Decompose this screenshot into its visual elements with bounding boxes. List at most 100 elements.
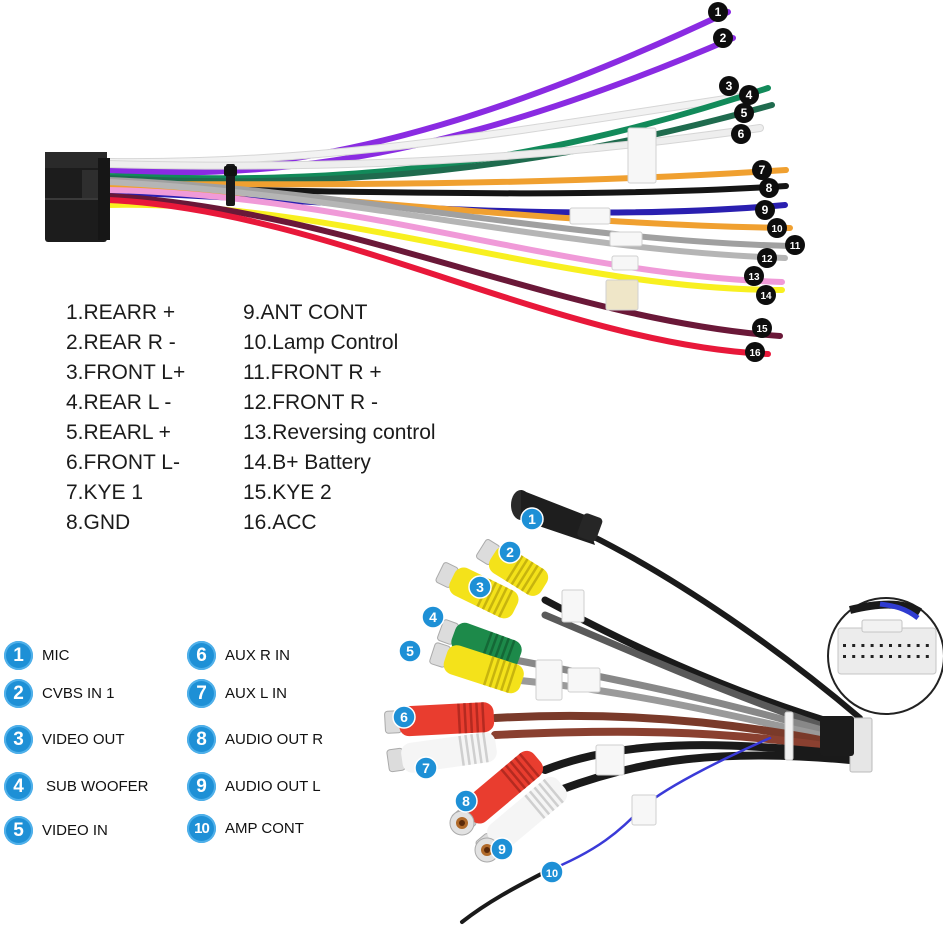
svg-text:14: 14 [760, 291, 772, 302]
rca-legend-entry: 2 CVBS IN 1 [4, 679, 115, 708]
svg-text:15: 15 [756, 324, 768, 335]
multi-pin-plug [820, 716, 873, 773]
wire-badge-3: 3 [719, 76, 739, 96]
svg-text:2: 2 [720, 31, 727, 45]
cable-tag [567, 667, 601, 693]
wire-badge-1: 1 [708, 2, 728, 22]
rca-legend-label: CVBS IN 1 [42, 685, 115, 702]
wire-tag [611, 255, 639, 271]
cable-tag [561, 589, 585, 623]
legend-entry: 14.B+ Battery [243, 451, 371, 474]
svg-text:10: 10 [771, 224, 783, 235]
legend-entry: 9.ANT CONT [243, 301, 368, 324]
wire-badge-5: 5 [734, 103, 754, 123]
legend-entry: 1.REARR + [66, 301, 176, 324]
wire-badge-6: 6 [731, 124, 751, 144]
rca-cable [491, 711, 854, 750]
iso-connector [45, 152, 110, 242]
wire-12 [105, 179, 788, 261]
wire-tag [627, 127, 657, 184]
svg-text:3: 3 [726, 79, 733, 93]
wire-badge-15: 15 [752, 318, 772, 338]
rca-legend-label: AUDIO OUT R [225, 731, 324, 748]
svg-text:4: 4 [429, 609, 437, 625]
legend-entry: 8.GND [66, 511, 131, 534]
svg-text:4: 4 [746, 88, 753, 102]
svg-text:6: 6 [400, 709, 408, 725]
rca-cable [541, 741, 854, 774]
number-badge: 7 [187, 679, 216, 708]
wire-badge-4: 4 [739, 85, 759, 105]
number-badge: 5 [4, 816, 33, 845]
svg-text:1: 1 [528, 511, 536, 527]
legend-entry: 2.REAR R - [66, 331, 176, 354]
rca-legend-entry: 8 AUDIO OUT R [187, 725, 323, 754]
svg-text:9: 9 [762, 203, 769, 217]
legend-entry: 12.FRONT R - [243, 391, 378, 414]
rca-plug [429, 642, 524, 694]
rca-plug [384, 702, 495, 737]
legend-entry: 13.Reversing control [243, 421, 436, 444]
legend-entry: 6.FRONT L- [66, 451, 180, 474]
svg-text:9: 9 [498, 841, 506, 857]
svg-text:1: 1 [715, 5, 722, 19]
legend-entry: 3.FRONT L+ [66, 361, 186, 384]
wire-5 [105, 102, 775, 185]
wire-badge-9: 9 [755, 200, 775, 220]
wire-badge-11: 11 [785, 235, 805, 255]
rca-badge-1: 1 [520, 507, 544, 531]
rca-cable [541, 611, 854, 739]
rca-cable [556, 751, 854, 794]
wire-16 [105, 197, 771, 357]
rca-badge-3: 3 [468, 575, 492, 599]
number-badge: 8 [187, 725, 216, 754]
wire-tag [609, 231, 643, 247]
wire-6 [105, 125, 763, 169]
wire-tag [605, 279, 639, 311]
number-badge: 3 [4, 725, 33, 754]
wire-11 [105, 177, 793, 249]
cable-tag [535, 659, 563, 701]
rca-legend-label: AMP CONT [225, 820, 304, 837]
number-badge: 6 [187, 641, 216, 670]
rca-cable [460, 870, 547, 924]
wire-badge-14: 14 [756, 285, 776, 305]
cable-tag [631, 794, 657, 826]
iso-legend-column-2: 9.ANT CONT 10.Lamp Control 11.FRONT R + 12.… [243, 298, 436, 538]
rca-plug [386, 732, 497, 773]
rca-badge-4: 4 [421, 605, 445, 629]
legend-entry: 16.ACC [243, 511, 317, 534]
rca-badge-7: 7 [414, 756, 438, 780]
legend-entry: 15.KYE 2 [243, 481, 332, 504]
wire-badge-2: 2 [713, 28, 733, 48]
rca-badge-8: 8 [454, 789, 478, 813]
rca-legend-entry: 5 VIDEO IN [4, 816, 108, 845]
svg-text:3: 3 [476, 579, 484, 595]
number-badge: 2 [4, 679, 33, 708]
rca-badge-6: 6 [392, 705, 416, 729]
svg-text:5: 5 [741, 106, 748, 120]
iso-legend-column-1: 1.REARR +2.REAR R -3.FRONT L+4.REAR L -5… [66, 298, 185, 538]
number-badge: 9 [187, 772, 216, 801]
wire-tags [569, 127, 657, 311]
wire-13 [105, 187, 785, 285]
legend-entry: 11.FRONT R + [243, 361, 382, 384]
svg-text:16: 16 [749, 348, 761, 359]
svg-text:10: 10 [546, 868, 558, 880]
svg-text:8: 8 [462, 793, 470, 809]
rca-legend-label: AUDIO OUT L [225, 778, 321, 795]
wire-badge-12: 12 [757, 248, 777, 268]
rca-badge-9: 9 [490, 837, 514, 861]
wire-badge-16: 16 [745, 342, 765, 362]
legend-entry: 5.REARL + [66, 421, 171, 444]
wire-15 [105, 193, 783, 339]
rca-legend-label: VIDEO IN [42, 822, 108, 839]
legend-entry: 10.Lamp Control [243, 331, 399, 354]
